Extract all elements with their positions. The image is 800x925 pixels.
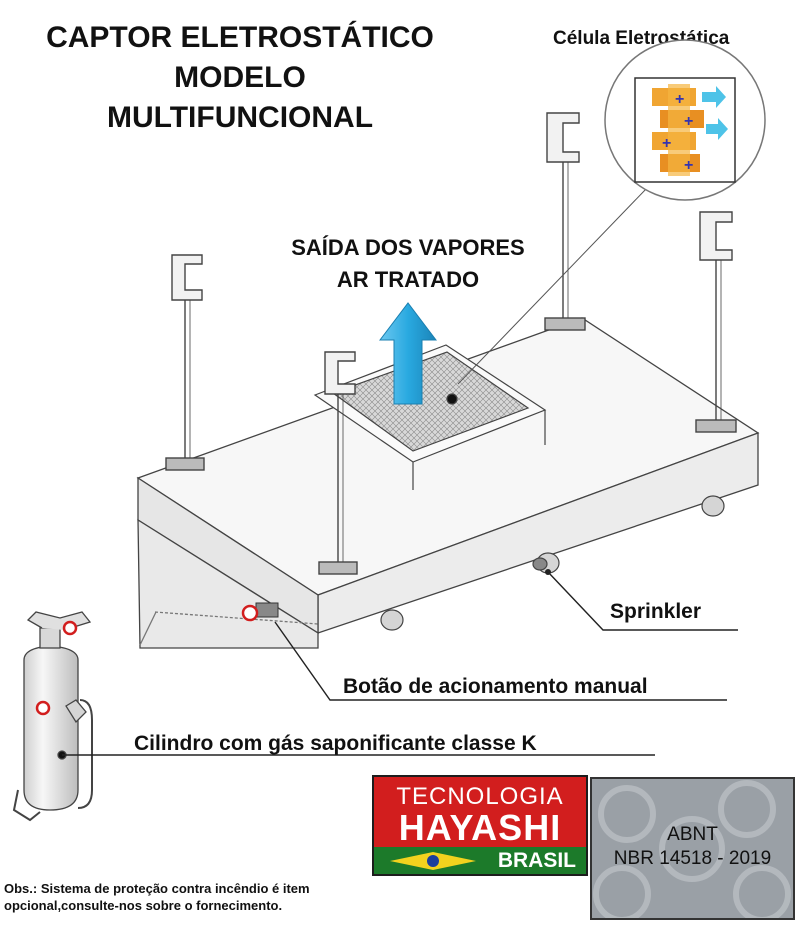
svg-text:+: + (684, 113, 693, 130)
sprinkler-leader (547, 571, 738, 631)
logo-green-band: BRASIL (374, 847, 586, 874)
diagram-title: CAPTOR ELETROSTÁTICO MODELO MULTIFUNCION… (0, 18, 480, 138)
manual-button-label: Botão de acionamento manual (343, 675, 648, 698)
abnt-standard-badge: ABNT NBR 14518 - 2019 (590, 777, 795, 920)
logo-line-2: HAYASHI (398, 807, 562, 848)
svg-text:+: + (675, 91, 684, 108)
vapor-arrow (378, 302, 438, 405)
abnt-line-2: NBR 14518 - 2019 (613, 848, 772, 869)
title-line-1: CAPTOR ELETROSTÁTICO (46, 21, 434, 54)
footnote-line-2: opcional,consulte-nos sobre o fornecimen… (4, 898, 283, 913)
abnt-text: ABNT NBR 14518 - 2019 (592, 823, 793, 871)
vapor-outlet-line-1: SAÍDA DOS VAPORES (291, 235, 525, 260)
title-line-2: MODELO (174, 61, 306, 94)
vapor-outlet-line-2: AR TRATADO (336, 267, 480, 292)
brazil-flag-icon (390, 852, 476, 870)
footnote: Obs.: Sistema de proteção contra incêndi… (4, 880, 444, 914)
electrostatic-cell-icon: + + + + (652, 84, 728, 176)
caster-wheels (380, 495, 725, 631)
electrostatic-cell-callout: + + + + (457, 39, 766, 385)
filter-center-dot (446, 393, 458, 405)
svg-text:+: + (662, 135, 671, 152)
vapor-outlet-label: SAÍDA DOS VAPORES AR TRATADO (258, 232, 558, 296)
extinguisher-cylinder (12, 611, 93, 822)
abnt-watermark-icon (593, 780, 791, 918)
hayashi-logo: TECNOLOGIA HAYASHI BRASIL (372, 775, 588, 876)
sprinkler-label: Sprinkler (610, 600, 702, 623)
manual-button-icon (241, 602, 279, 622)
logo-line-1: TECNOLOGIA (396, 783, 564, 810)
manual-button-leader (274, 621, 727, 701)
svg-text:+: + (684, 157, 693, 174)
footnote-line-1: Obs.: Sistema de proteção contra incêndi… (4, 881, 310, 896)
title-line-3: MULTIFUNCIONAL (106, 101, 374, 134)
hood-body (136, 317, 760, 649)
cylinder-label: Cilindro com gás saponificante classe K (134, 732, 537, 755)
abnt-line-1: ABNT (667, 824, 718, 845)
filter-frame (313, 344, 547, 490)
logo-line-3: BRASIL (497, 849, 576, 872)
hanger-rods (165, 112, 737, 575)
